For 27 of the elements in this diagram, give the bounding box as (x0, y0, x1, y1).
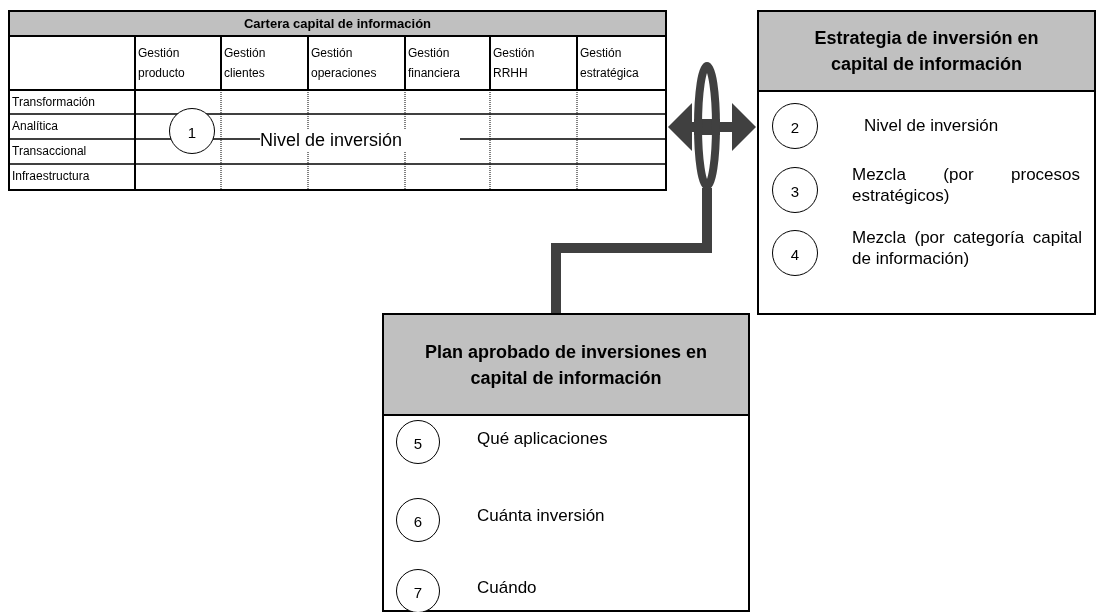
item-text: Nivel de inversión (863, 115, 1000, 137)
panel-box (382, 313, 750, 612)
panel-heading: Estrategia de inversión en capital de información (759, 12, 1094, 92)
item-text: Mezcla (por procesos estratégicos) (852, 164, 1080, 207)
item-text: Cuánta inversión (477, 505, 606, 527)
row-header: Infraestructura (11, 168, 91, 185)
panel-box (757, 10, 1096, 315)
panel-heading: Plan aprobado de inversiones en capital de información (384, 315, 748, 416)
column-header: Gestión operaciones (310, 45, 378, 82)
row-header: Transaccional (11, 143, 88, 160)
ring (694, 62, 720, 190)
table-title: Cartera capital de información (10, 12, 665, 37)
item-text: Cuándo (477, 577, 538, 599)
column-header: Gestión clientes (223, 45, 267, 82)
item-text: Qué aplicaciones (477, 428, 609, 450)
column-header: Gestión financiera (407, 45, 462, 82)
row-header: Transformación (11, 94, 96, 111)
column-header: Gestión estratégica (579, 45, 640, 82)
arrow (668, 103, 694, 151)
item-text: Mezcla (por categoría capital de información) (852, 227, 1082, 270)
column-header: Gestión producto (137, 45, 186, 82)
item-text: Nivel de inversión (260, 129, 460, 152)
portfolio-table (8, 10, 667, 191)
row-header: Analítica (11, 118, 60, 135)
arrow (720, 103, 756, 151)
connector-line (551, 188, 712, 313)
column-header: Gestión RRHH (492, 45, 536, 82)
